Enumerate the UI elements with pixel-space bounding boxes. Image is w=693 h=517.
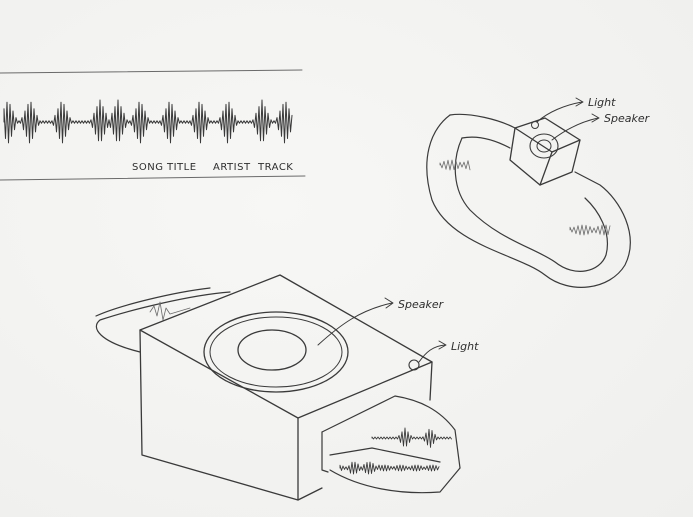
bracelet-sketch: Light Speaker: [426, 96, 651, 288]
strip-caption-track: TRACK: [257, 162, 293, 173]
bracelet-light-label: Light: [588, 96, 616, 109]
bracelet-speaker-label: Speaker: [604, 112, 651, 125]
strip-caption-artist: ARTIST: [213, 162, 251, 173]
device-sketch: Speaker Light: [95, 274, 479, 501]
device-light-label: Light: [451, 340, 479, 353]
bracelet-light-callout: Light: [536, 96, 616, 123]
device-light-callout: Light: [418, 340, 479, 363]
waveform-strip: SONG TITLE ARTIST TRACK: [0, 69, 306, 181]
device-speaker-label: Speaker: [398, 298, 445, 311]
bracelet-speaker-callout: Speaker: [551, 112, 651, 141]
strip-caption-title: TITLE: [166, 162, 197, 173]
device-speaker-callout: Speaker: [317, 297, 445, 346]
strip-caption-song: SONG: [132, 162, 163, 173]
